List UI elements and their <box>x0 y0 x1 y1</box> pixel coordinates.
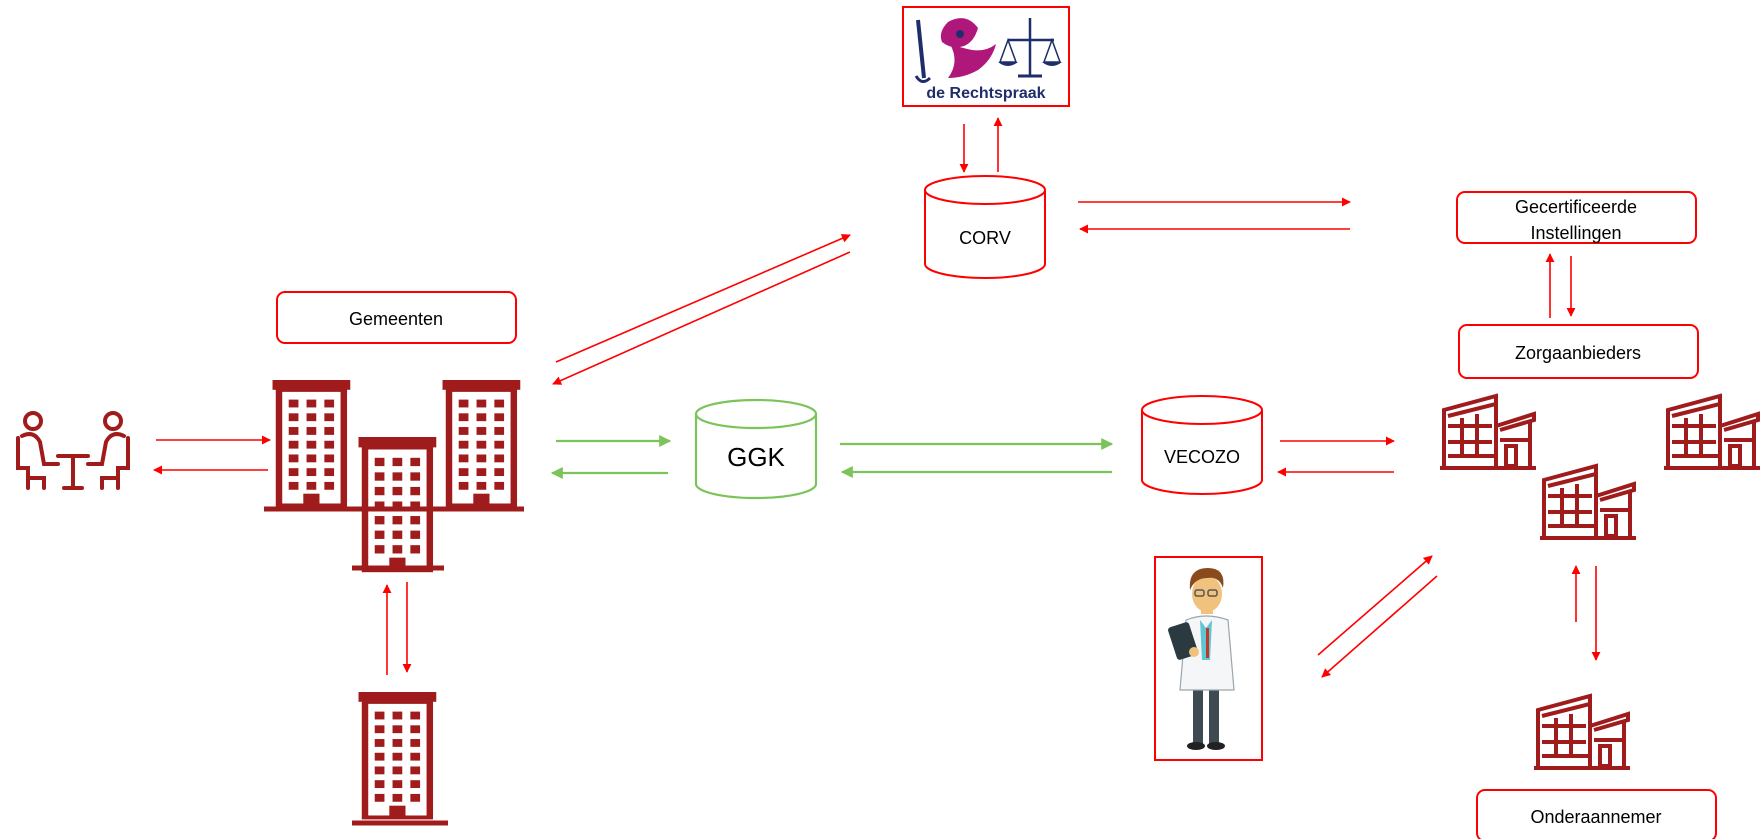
onderaannemer-label: Onderaannemer <box>1530 807 1661 827</box>
office-building-icon <box>352 692 448 826</box>
office-buildings-icon <box>264 380 524 570</box>
gecertificeerde-label-line1: Gecertificeerde <box>1515 197 1637 217</box>
doctor-icon <box>1154 556 1263 761</box>
rechtspraak-logo: de Rechtspraak <box>902 6 1070 107</box>
gemeenten-label: Gemeenten <box>349 309 443 329</box>
gemeenten-box <box>276 291 517 344</box>
ggk-database: GGK <box>694 398 818 500</box>
vecozo-database: VECOZO <box>1141 395 1263 495</box>
zorgaanbieders-label: Zorgaanbieders <box>1515 343 1641 363</box>
gecertificeerde-instellingen-box: Gecertificeerde Instellingen <box>1456 191 1697 244</box>
arrows <box>153 117 1601 678</box>
gecertificeerde-label-line2: Instellingen <box>1530 223 1621 243</box>
vecozo-label: VECOZO <box>1164 447 1240 467</box>
corv-database: CORV <box>924 175 1046 279</box>
factory-icon-onderaannemer <box>1532 694 1632 770</box>
ggk-label: GGK <box>727 442 785 472</box>
rechtspraak-logo-text: de Rechtspraak <box>926 85 1045 102</box>
corv-label: CORV <box>959 228 1011 248</box>
gemeenten-group: Gemeenten <box>264 291 524 570</box>
zorgaanbieders-box: Zorgaanbieders <box>1458 324 1699 379</box>
factory-icon <box>1438 394 1762 540</box>
meeting-table-icon <box>16 411 130 490</box>
onderaannemer-box: Onderaannemer <box>1476 789 1717 839</box>
